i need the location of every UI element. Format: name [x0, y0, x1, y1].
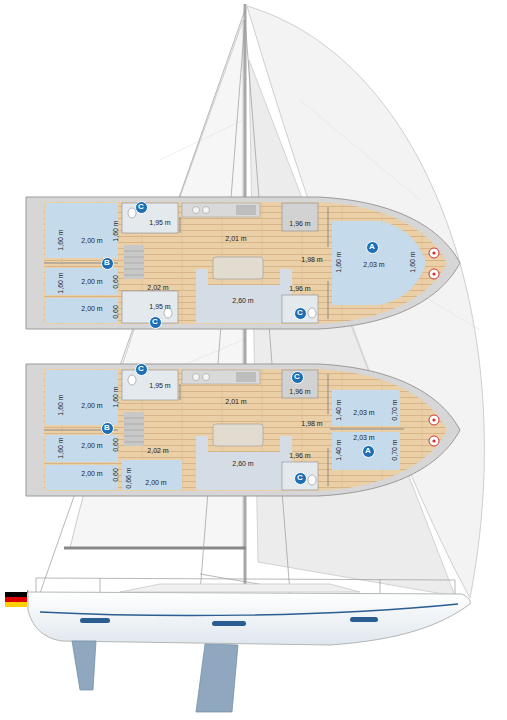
dimension-label: 1,95 m [149, 303, 170, 310]
cabin-marker: B [101, 257, 114, 270]
hull-window [350, 617, 378, 622]
hull-stripe [40, 604, 458, 616]
dimension-label: 1,60 m [112, 220, 119, 241]
cabin-marker: B [101, 422, 114, 435]
dimension-label: 2,01 m [225, 235, 246, 242]
lifelines [36, 578, 455, 594]
dimension-label: 2,03 m [353, 409, 374, 416]
cabin-letter: B [104, 424, 110, 432]
dimension-label: 2,03 m [353, 434, 374, 441]
dimension-label: 1,40 m [335, 439, 342, 460]
dimension-label: 1,60 m [57, 272, 64, 293]
cabin-letter: C [294, 373, 300, 381]
dimension-label: 1,60 m [57, 394, 64, 415]
dimension-label: 0,70 m [391, 399, 398, 420]
boom [64, 547, 246, 550]
cabin-marker: C [291, 371, 304, 384]
cabin-letter: C [297, 309, 303, 317]
dimension-label: 0,60 [112, 275, 119, 289]
hull-window [212, 621, 246, 626]
dimension-label: 2,00 m [81, 305, 102, 312]
dimension-label: 0,60 [112, 468, 119, 482]
dimension-label: 1,96 m [289, 285, 310, 292]
cabin-marker: C [135, 363, 148, 376]
cabin-letter: C [297, 474, 303, 482]
dimension-label: 1,96 m [289, 388, 310, 395]
hull-window [80, 618, 110, 623]
dimension-label: 0,60 [112, 305, 119, 319]
deck-plan [26, 364, 460, 496]
cabin-letter: C [152, 318, 158, 326]
dimension-label: 2,00 m [81, 442, 102, 449]
coachroof [120, 584, 360, 592]
keel [196, 644, 238, 712]
dimension-label: 2,00 m [81, 402, 102, 409]
cabin-letter: B [104, 259, 110, 267]
dimension-label: 1,96 m [289, 452, 310, 459]
dimension-label: 0,70 m [391, 439, 398, 460]
dimension-label: 2,01 m [225, 398, 246, 405]
dimension-label: 2,00 m [81, 278, 102, 285]
dimension-label: 2,03 m [363, 261, 384, 268]
cabin-letter: C [138, 203, 144, 211]
hull [28, 592, 470, 645]
deck-plan [26, 197, 460, 329]
dimension-label: 1,95 m [149, 382, 170, 389]
cabin-marker: A [366, 241, 379, 254]
dimension-label: 1,96 m [289, 220, 310, 227]
cabin-letter: C [138, 365, 144, 373]
cabin-letter: A [369, 243, 375, 251]
flag [5, 592, 27, 607]
dimension-label: 2,00 m [145, 479, 166, 486]
rudder [72, 641, 96, 690]
cabin-marker: C [135, 201, 148, 214]
dimension-label: 1,60 m [57, 437, 64, 458]
dimension-label: 0,60 [112, 438, 119, 452]
dimension-label: 1,60 m [112, 386, 119, 407]
dimension-label: 1,98 m [301, 420, 322, 427]
cabin-marker: A [362, 445, 375, 458]
dimension-label: 0,66 m [125, 467, 132, 488]
dimension-label: 2,02 m [147, 284, 168, 291]
dimension-label: 2,00 m [81, 470, 102, 477]
dimension-label: 2,02 m [147, 447, 168, 454]
dimension-label: 1,40 m [335, 399, 342, 420]
dimension-label: 2,00 m [81, 237, 102, 244]
cabin-marker: C [294, 307, 307, 320]
cabin-marker: C [294, 472, 307, 485]
dimension-label: 2,60 m [232, 460, 253, 467]
dimension-label: 1,60 m [335, 251, 342, 272]
dimension-label: 1,95 m [149, 219, 170, 226]
dimension-label: 1,60 m [409, 251, 416, 272]
cabin-marker: C [149, 316, 162, 329]
dimension-label: 1,98 m [301, 256, 322, 263]
dimension-label: 1,60 m [57, 229, 64, 250]
dimension-label: 2,60 m [232, 297, 253, 304]
cabin-letter: A [365, 447, 371, 455]
